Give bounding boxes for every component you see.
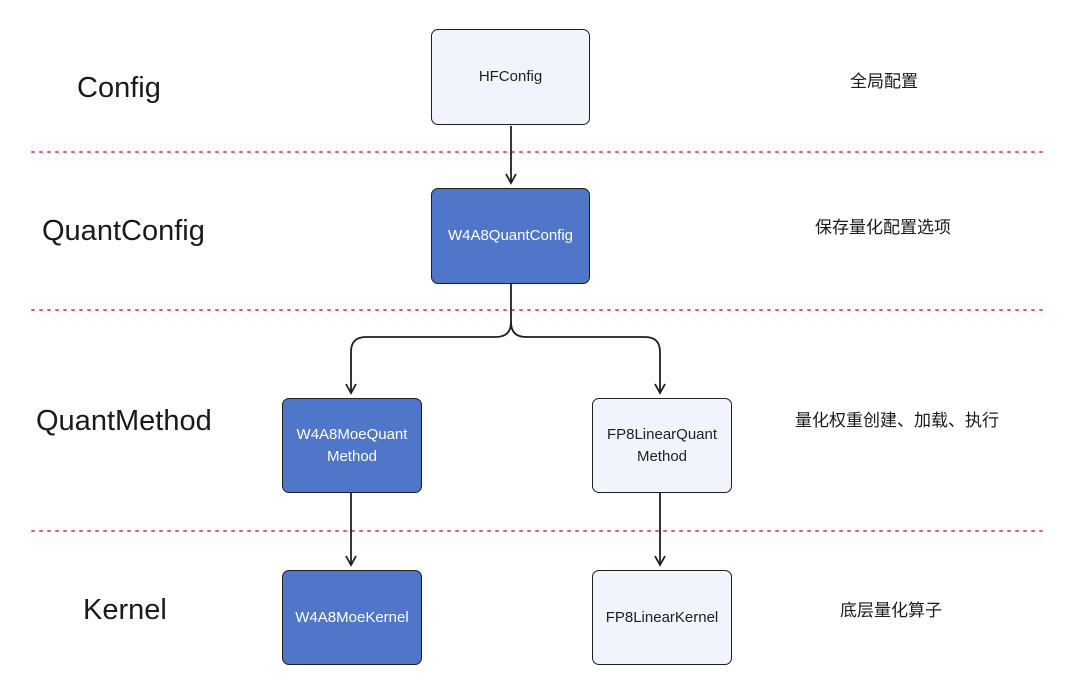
node-w4a8moekernel-label: W4A8MoeKernel	[295, 608, 409, 626]
node-fp8linearkernel-label: FP8LinearKernel	[605, 608, 719, 626]
node-w4a8quantconfig: W4A8QuantConfig	[431, 188, 590, 284]
node-w4a8moequantmethod-label: W4A8MoeQuant Method	[296, 425, 408, 465]
edge-w4a8quantconfig-to-fp8linearquantmethod	[510, 321, 666, 395]
node-hfconfig-label: HFConfig	[478, 68, 543, 86]
node-fp8linearkernel: FP8LinearKernel	[592, 570, 732, 665]
node-w4a8moekernel: W4A8MoeKernel	[282, 570, 422, 665]
node-w4a8moequantmethod: W4A8MoeQuant Method	[282, 398, 422, 493]
layer-desc-quantmethod: 量化权重创建、加载、执行	[795, 411, 999, 431]
layer-desc-kernel: 底层量化算子	[840, 601, 942, 621]
node-fp8linearquantmethod-label: FP8LinearQuant Method	[606, 425, 718, 465]
diagram-edges	[345, 126, 666, 567]
layer-desc-config: 全局配置	[850, 72, 918, 92]
layer-label-quantconfig: QuantConfig	[42, 215, 205, 247]
layer-separators	[31, 151, 1049, 532]
layer-desc-quantconfig: 保存量化配置选项	[815, 218, 951, 238]
layer-label-kernel: Kernel	[83, 594, 167, 626]
node-w4a8quantconfig-label: W4A8QuantConfig	[447, 227, 574, 245]
node-hfconfig: HFConfig	[431, 29, 590, 125]
node-fp8linearquantmethod: FP8LinearQuant Method	[592, 398, 732, 493]
edge-w4a8quantconfig-to-w4a8moequantmethod	[345, 284, 512, 395]
layer-label-quantmethod: QuantMethod	[36, 405, 212, 437]
layer-label-config: Config	[77, 72, 161, 104]
